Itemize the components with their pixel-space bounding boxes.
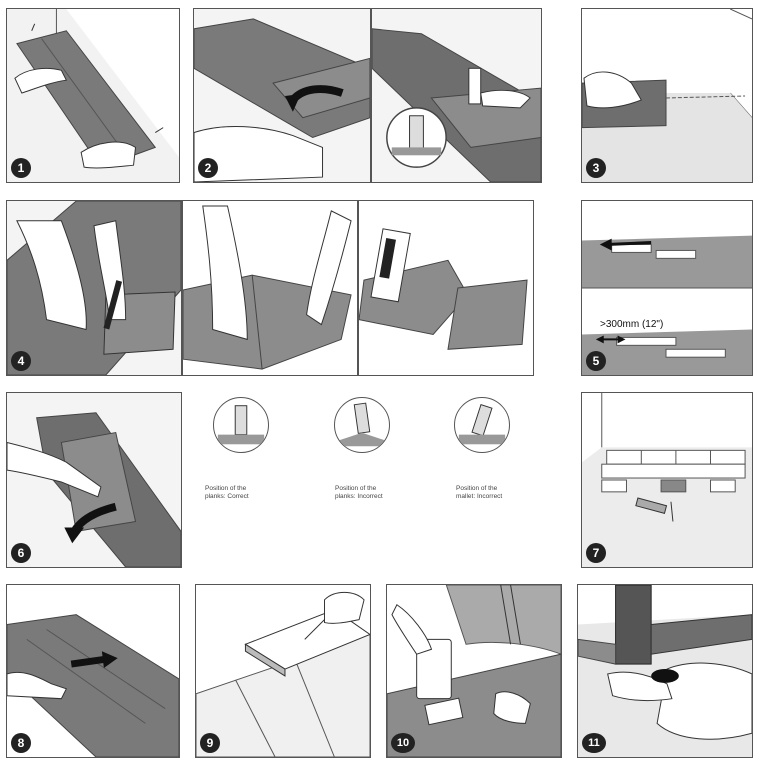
- mallet-position-correct-diagram: [213, 397, 269, 453]
- step-1-panel: 1: [6, 8, 180, 183]
- step-5-badge: 5: [586, 351, 606, 371]
- step-7-panel: 7: [581, 392, 753, 568]
- step-5-panel: >300mm (12") 5: [581, 200, 753, 376]
- step-6-badge: 6: [11, 543, 31, 563]
- step-10-badge: 10: [391, 733, 415, 753]
- mallet-position-correct-caption: Position of the planks: Correct: [205, 485, 249, 500]
- step-10-illustration: [387, 585, 561, 757]
- step-11-illustration: [578, 585, 752, 757]
- step-6-panel: 6: [6, 392, 182, 568]
- step-7-illustration: [582, 393, 752, 567]
- step-3-panel: 3: [581, 8, 753, 183]
- step-1-illustration: [7, 9, 179, 182]
- step-4-panel: 4: [6, 200, 182, 376]
- step-4-fold-illustration: [183, 201, 357, 375]
- step-5-illustration: [582, 201, 752, 375]
- step-7-badge: 7: [586, 543, 606, 563]
- step-11-panel: 11: [577, 584, 753, 758]
- step-4-badge: 4: [11, 351, 31, 371]
- step-9-illustration: [196, 585, 370, 757]
- step-9-badge: 9: [200, 733, 220, 753]
- step-10-panel: 10: [386, 584, 562, 758]
- step-4-cut-illustration: [359, 201, 533, 375]
- step-4-cut-panel: [358, 200, 534, 376]
- step-2-detail-illustration: [372, 9, 541, 182]
- step-11-badge: 11: [582, 733, 606, 753]
- step-1-badge: 1: [11, 158, 31, 178]
- step-2-badge: 2: [198, 158, 218, 178]
- step-6-illustration: [7, 393, 181, 567]
- step-5-measurement-label: >300mm (12"): [600, 319, 664, 330]
- mallet-position-incorrect-mallet-caption: Position of the mallet: Incorrect: [456, 485, 503, 500]
- step-8-badge: 8: [11, 733, 31, 753]
- step-4-fold-panel: [182, 200, 358, 376]
- step-8-illustration: [7, 585, 179, 757]
- step-9-panel: 9: [195, 584, 371, 758]
- mallet-position-incorrect-planks-diagram: [334, 397, 390, 453]
- mallet-position-incorrect-planks-caption: Position of the planks: Incorrect: [335, 485, 383, 500]
- step-3-illustration: [582, 9, 752, 182]
- step-4-illustration: [7, 201, 181, 375]
- mallet-position-incorrect-mallet-diagram: [454, 397, 510, 453]
- step-2-panel: 2: [193, 8, 371, 183]
- step-2-illustration: [194, 9, 370, 182]
- step-8-panel: 8: [6, 584, 180, 758]
- step-2-detail-panel: [371, 8, 542, 183]
- step-3-badge: 3: [586, 158, 606, 178]
